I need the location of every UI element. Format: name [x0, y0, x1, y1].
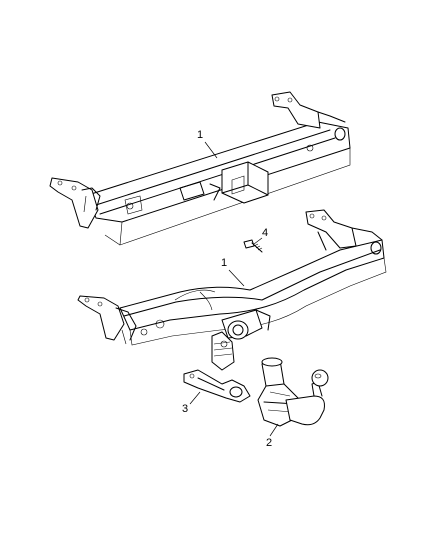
callout-4: 4	[253, 227, 268, 245]
callout-1-upper: 1	[197, 129, 218, 159]
tow-ball[interactable]	[257, 357, 329, 427]
callout-3: 3	[182, 391, 201, 415]
callout-label: 2	[266, 437, 272, 449]
callout-label: 3	[182, 403, 188, 415]
tow-bar-assembly[interactable]	[77, 209, 387, 371]
callout-2: 2	[266, 423, 279, 449]
ball-mount-bracket[interactable]	[183, 369, 251, 403]
receiver-hitch-assembly[interactable]	[49, 91, 351, 246]
callout-label: 4	[262, 227, 268, 239]
callout-1-lower: 1	[221, 257, 245, 287]
callout-label: 1	[221, 257, 227, 269]
callout-label: 1	[197, 129, 203, 141]
bolt[interactable]	[243, 239, 263, 253]
